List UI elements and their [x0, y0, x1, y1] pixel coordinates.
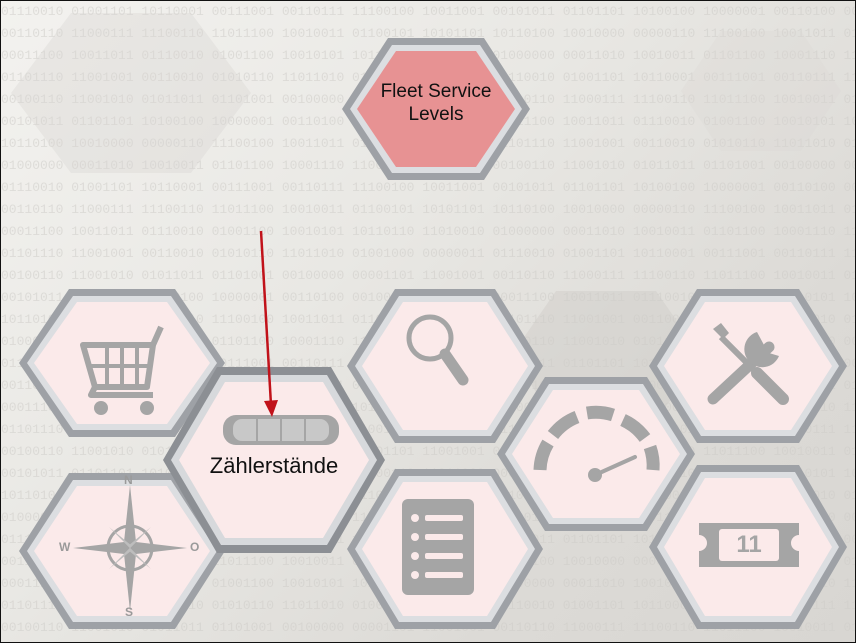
- checklist-icon: [402, 499, 474, 595]
- speedometer-tile[interactable]: [495, 375, 697, 533]
- search-tile[interactable]: [345, 287, 545, 445]
- compass-south-label: S: [125, 605, 134, 619]
- meter-readings-tile[interactable]: Zählerstände: [161, 365, 387, 555]
- ticket-icon: [699, 523, 799, 567]
- tools-tile[interactable]: [647, 287, 849, 445]
- fleet-service-levels-tile[interactable]: Fleet Service Levels: [340, 36, 532, 182]
- odometer-icon: [223, 415, 339, 445]
- compass-north-label: N: [124, 473, 133, 487]
- hexagon-shape: [342, 38, 530, 180]
- ticket-tile[interactable]: 11: [647, 463, 849, 631]
- compass-west-label: W: [59, 540, 71, 554]
- checklist-tile[interactable]: [345, 467, 545, 631]
- compass-rose-icon: [73, 485, 187, 611]
- shopping-tile[interactable]: [17, 287, 227, 439]
- speedometer-icon: [533, 405, 660, 482]
- compass-east-label: O: [190, 540, 200, 554]
- hexagon-shape: [347, 289, 543, 443]
- compass-tile[interactable]: N W O S: [17, 471, 227, 631]
- magnifier-icon: [406, 314, 469, 386]
- shopping-cart-icon: [80, 325, 164, 415]
- wrench-screwdriver-icon: [707, 323, 789, 405]
- ticket-number: 11: [736, 531, 762, 558]
